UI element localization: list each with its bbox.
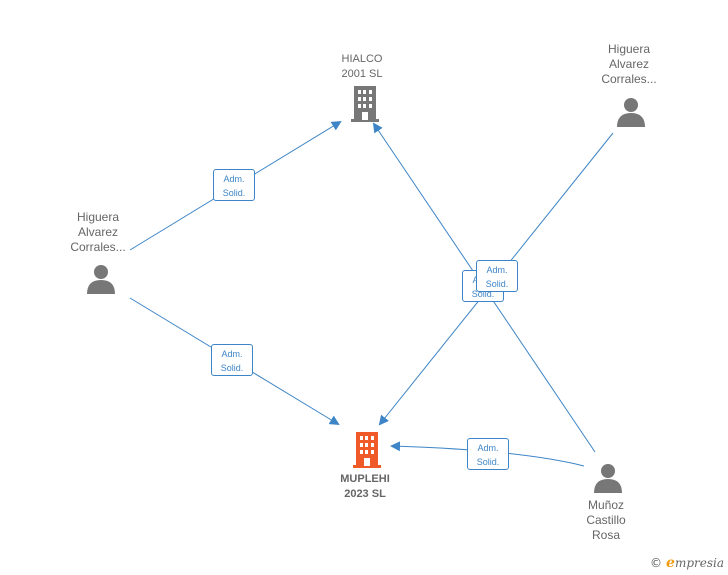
copyright-symbol: © (650, 556, 663, 570)
edge-label-role: Adm. (221, 349, 243, 359)
edge-label-role: Adm. (223, 174, 245, 184)
person-left-line2: Alvarez (77, 225, 118, 239)
brand-footer: ©empresia (650, 555, 724, 571)
muplehi-label: MUPLEHI 2023 SL (325, 472, 405, 502)
hialco-suffix: 2001 SL (341, 68, 383, 80)
person-bottom-right-line1: Muñoz (587, 498, 625, 512)
building-icon[interactable] (349, 86, 381, 122)
person-left-line3: Corrales... (70, 240, 126, 254)
edge-label-type: Solid. (476, 457, 500, 467)
muplehi-name: MUPLEHI (340, 473, 390, 485)
edge-label-type: Solid. (485, 279, 509, 289)
person-bottom-right-line3: Rosa (591, 528, 620, 542)
edge-label-type: Solid. (222, 188, 246, 198)
person-top-right-label: Higuera Alvarez Corrales... (589, 42, 669, 87)
edge-label-role: Adm. (477, 443, 499, 453)
edge-label-left-hialco[interactable]: Adm. Solid. (213, 169, 255, 201)
brand-logo-text: mpresia (674, 556, 724, 570)
person-left-label: Higuera Alvarez Corrales... (58, 210, 138, 255)
edge-label-type: Solid. (220, 363, 244, 373)
hialco-label: HIALCO 2001 SL (330, 52, 394, 82)
person-top-right-line1: Higuera (607, 42, 651, 56)
hialco-name: HIALCO (341, 53, 383, 65)
edge-label-left-muplehi[interactable]: Adm. Solid. (211, 344, 253, 376)
person-left-line1: Higuera (76, 210, 120, 224)
edge-label-bottomright-muplehi[interactable]: Adm. Solid. (467, 438, 509, 470)
edge-label-cross-front[interactable]: Adm. Solid. (476, 260, 518, 292)
edge-label-type: Solid. (471, 289, 495, 299)
person-top-right-line3: Corrales... (601, 72, 657, 86)
building-main-icon[interactable] (351, 432, 383, 468)
muplehi-suffix: 2023 SL (344, 488, 386, 500)
person-top-right-line2: Alvarez (608, 57, 649, 71)
brand-logo-e: e (666, 555, 675, 571)
person-bottom-right-label: Muñoz Castillo Rosa (566, 498, 646, 543)
person-icon[interactable] (86, 264, 116, 294)
person-icon[interactable] (593, 463, 623, 493)
edge-label-role: Adm. (486, 265, 508, 275)
person-bottom-right-line2: Castillo (586, 513, 626, 527)
person-icon[interactable] (616, 97, 646, 127)
